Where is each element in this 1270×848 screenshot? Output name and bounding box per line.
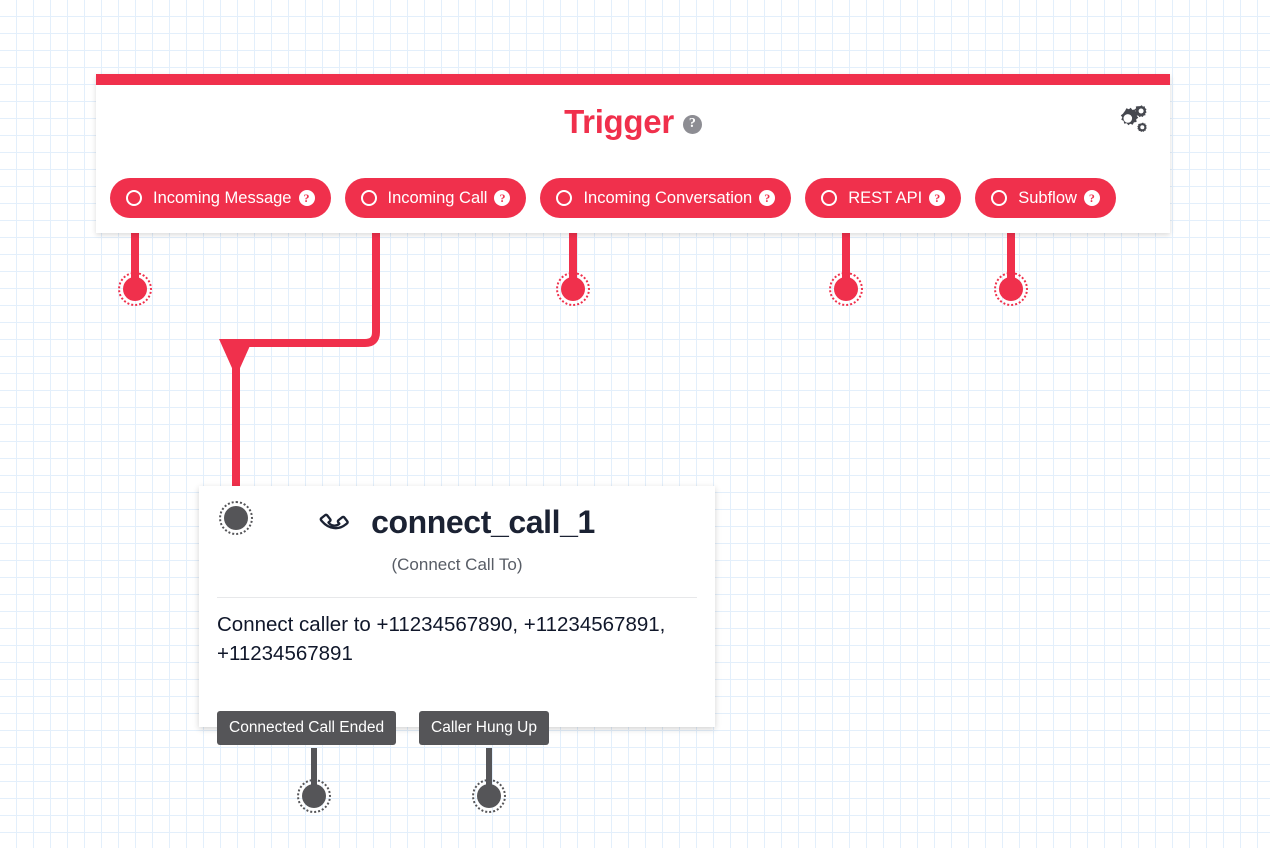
node-subtitle: (Connect Call To) (391, 555, 523, 574)
endpoint-incoming-conversation[interactable] (556, 272, 590, 306)
node-card-connect-call-1[interactable]: connect_call_1 (Connect Call To) Connect… (199, 486, 715, 727)
endpoint-rest-api[interactable] (829, 272, 863, 306)
trigger-panel: Trigger ? Incoming Message ? Incoming Ca… (96, 74, 1170, 233)
radio-unchecked-icon[interactable] (126, 190, 142, 206)
endpoint-node-inbound[interactable] (219, 501, 253, 535)
trigger-pill-incoming-call[interactable]: Incoming Call ? (344, 178, 527, 218)
radio-unchecked-icon[interactable] (821, 190, 838, 206)
trigger-help-icon[interactable]: ? (682, 114, 702, 134)
endpoint-caller-hung-up[interactable] (472, 779, 506, 813)
help-icon[interactable]: ? (759, 190, 776, 206)
trigger-title-row: Trigger ? (96, 85, 1170, 159)
help-icon[interactable]: ? (929, 190, 946, 206)
radio-unchecked-icon[interactable] (556, 190, 573, 206)
page-title: Trigger (564, 103, 674, 140)
trigger-pill-subflow[interactable]: Subflow ? (975, 178, 1116, 218)
phone-handset-icon (319, 513, 349, 530)
node-header: connect_call_1 (199, 486, 715, 541)
trigger-pill-incoming-message[interactable]: Incoming Message ? (110, 178, 331, 218)
trigger-pill-label: REST API (848, 188, 923, 207)
endpoint-subflow[interactable] (994, 272, 1028, 306)
trigger-pill-label: Incoming Call (387, 188, 488, 207)
exit-label-caller-hung-up[interactable]: Caller Hung Up (419, 711, 549, 745)
endpoint-connected-call-ended[interactable] (297, 779, 331, 813)
help-icon[interactable]: ? (1083, 190, 1100, 206)
trigger-pill-rest-api[interactable]: REST API ? (805, 178, 962, 218)
trigger-pill-row: Incoming Message ? Incoming Call ? Incom… (110, 178, 1130, 218)
help-icon[interactable]: ? (494, 190, 511, 206)
node-title: connect_call_1 (371, 503, 595, 540)
radio-unchecked-icon[interactable] (360, 190, 377, 206)
trigger-pill-label: Incoming Conversation (583, 188, 753, 207)
cogs-icon[interactable] (1111, 101, 1151, 141)
exit-label-connected-call-ended[interactable]: Connected Call Ended (217, 711, 397, 745)
trigger-pill-incoming-conversation[interactable]: Incoming Conversation ? (540, 178, 792, 218)
help-icon[interactable]: ? (298, 190, 315, 206)
radio-unchecked-icon[interactable] (991, 190, 1008, 206)
node-description: Connect caller to +11234567890, +1123456… (217, 613, 666, 666)
trigger-pill-label: Incoming Message (153, 188, 292, 207)
trigger-pill-label: Subflow (1018, 188, 1077, 207)
endpoint-incoming-message[interactable] (118, 272, 152, 306)
node-divider (217, 597, 697, 598)
